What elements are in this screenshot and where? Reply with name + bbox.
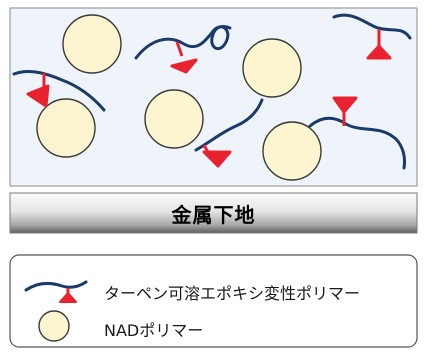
- legend-label-nad: NADポリマー: [104, 321, 204, 340]
- anchor-stem: [175, 41, 184, 57]
- polymer-chains: [12, 13, 412, 170]
- polymer-chain: [12, 70, 106, 112]
- nad-particle: [144, 89, 204, 149]
- anchor-head-icon: [26, 84, 50, 108]
- legend-nad-symbol-icon: [38, 310, 70, 342]
- legend-polymer-symbol-icon: [24, 280, 88, 303]
- nad-particle: [36, 98, 96, 158]
- metal-substrate: [9, 192, 418, 234]
- anchor-head-icon: [332, 96, 358, 114]
- nad-particle: [262, 121, 322, 181]
- anchor-groups: [26, 29, 392, 168]
- anchor-head-icon: [366, 44, 392, 60]
- legend-box: [9, 254, 418, 348]
- nad-particle: [62, 14, 122, 74]
- polymer-chain: [308, 116, 406, 170]
- substrate-label: 金属下地: [171, 202, 256, 227]
- legend-label-polymer: ターペン可溶エポキシ変性ポリマー: [104, 284, 361, 303]
- nad-particles: [36, 14, 322, 181]
- nad-particle: [242, 38, 302, 98]
- polymer-chain: [134, 24, 232, 60]
- polymer-chain: [194, 98, 264, 152]
- anchor-head-icon: [170, 58, 198, 74]
- polymer-chain: [332, 13, 412, 40]
- anchor-head-icon: [202, 150, 232, 168]
